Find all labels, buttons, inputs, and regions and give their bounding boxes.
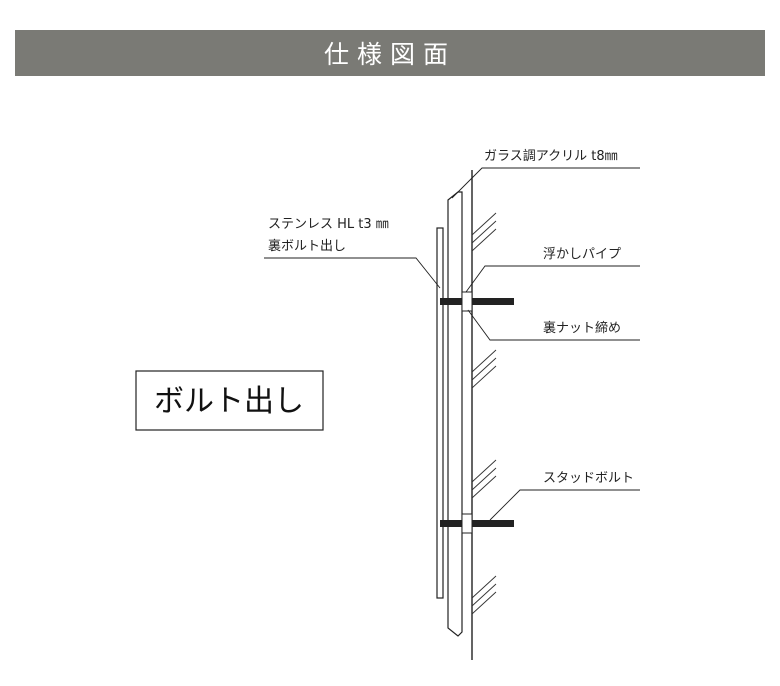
wall-hatching-1: [471, 212, 497, 252]
label-back-nut: 裏ナット締め: [543, 320, 621, 336]
wall-hatching-4: [471, 575, 497, 615]
stud-bolt-upper: [440, 298, 514, 305]
back-nut-upper: [461, 291, 473, 312]
leader-stud-bolt: [489, 489, 640, 521]
label-glass-acrylic: ガラス調アクリル t8㎜: [484, 149, 618, 164]
callout-box: [135, 370, 324, 431]
page-title: 仕様図面: [323, 40, 456, 69]
leader-floating-pipe: [465, 265, 640, 293]
leader-glass-acrylic: [451, 167, 640, 199]
stainless-plate: [436, 227, 444, 599]
label-stud-bolt: スタッドボルト: [543, 471, 634, 486]
wall-hatching-2: [471, 349, 497, 389]
label-floating-pipe: 浮かしパイプ: [543, 247, 621, 262]
acrylic-panel: [447, 191, 463, 637]
leader-back-nut: [467, 309, 640, 341]
label-stainless-line2: 裏ボルト出し: [268, 239, 346, 254]
back-nut-lower: [461, 513, 473, 534]
stud-bolt-lower: [440, 520, 514, 527]
callout-box-label: ボルト出し: [154, 384, 304, 419]
leader-stainless: [264, 257, 441, 289]
label-stainless-line1: ステンレス HL t3 ㎜: [268, 217, 389, 232]
wall-hatching-3: [471, 459, 497, 499]
title-bar: 仕様図面: [15, 30, 765, 76]
